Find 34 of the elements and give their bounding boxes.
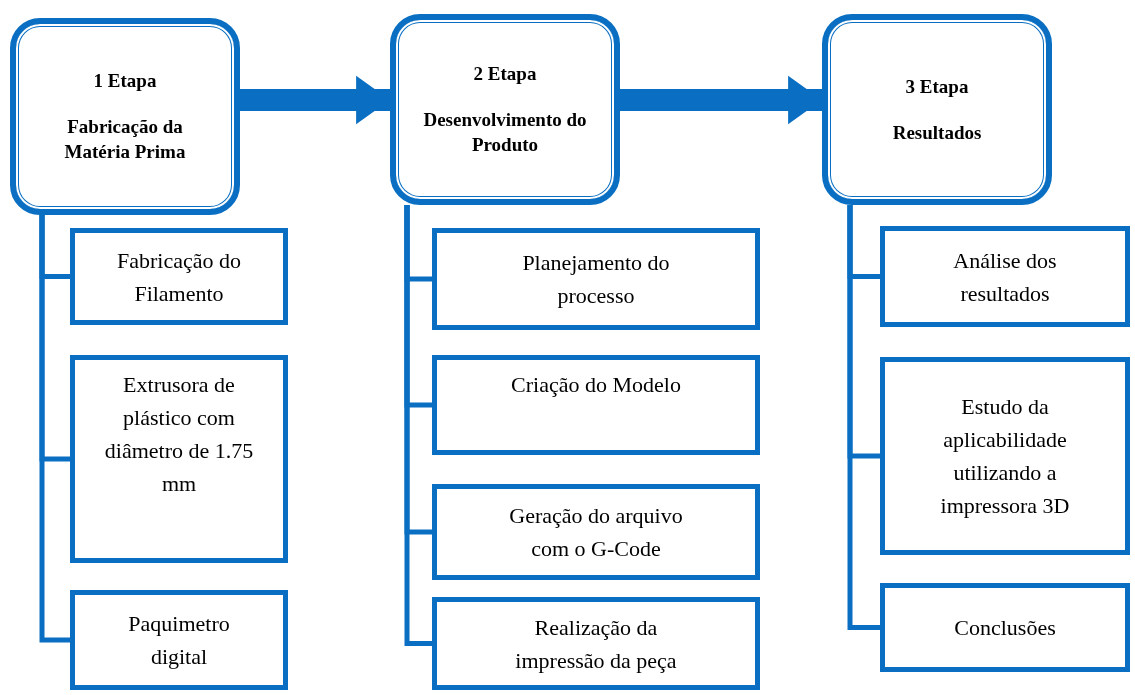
stage-box <box>10 18 240 215</box>
step-text: Fabricação do Filamento <box>116 246 242 308</box>
step-text: Análise dos resultados <box>952 246 1058 308</box>
block-arrow <box>620 75 822 125</box>
step-box <box>880 583 1130 672</box>
block-arrow <box>240 75 390 125</box>
step-box <box>70 355 288 563</box>
step-box <box>70 228 288 325</box>
step-box <box>432 355 760 455</box>
step-box <box>70 590 288 690</box>
step-box <box>880 226 1130 327</box>
connector-line <box>39 215 70 643</box>
step-box <box>432 228 760 330</box>
stage-subtitle: Resultados <box>892 120 982 145</box>
step-text: Planejamento do processo <box>521 249 671 310</box>
step-box <box>432 484 760 580</box>
step-text: Realização da impressão da peça <box>514 613 678 675</box>
step-text: Extrusora de plástico com diâmetro de 1.75 mm <box>103 371 255 498</box>
stage-title: 1 Etapa <box>93 69 157 94</box>
step-text: Conclusões <box>954 614 1056 642</box>
step-text: Criação do Modelo <box>511 371 681 399</box>
stage-subtitle: Fabricação da Matéria Prima <box>63 114 187 165</box>
stage-title: 2 Etapa <box>473 62 537 87</box>
stage-box <box>822 14 1052 205</box>
step-text: Paquimetro digital <box>127 610 231 671</box>
connector-line <box>847 205 880 630</box>
step-box <box>880 357 1130 555</box>
connector-line <box>404 205 432 646</box>
step-box <box>432 597 760 690</box>
step-text: Estudo da aplicabilidade utilizando a impressora 3D <box>939 393 1071 520</box>
step-text: Geração do arquivo com o G-Code <box>508 502 684 563</box>
stage-subtitle: Desenvolvimento do Produto <box>422 107 588 158</box>
stage-title: 3 Etapa <box>905 74 969 99</box>
stage-box <box>390 14 620 205</box>
